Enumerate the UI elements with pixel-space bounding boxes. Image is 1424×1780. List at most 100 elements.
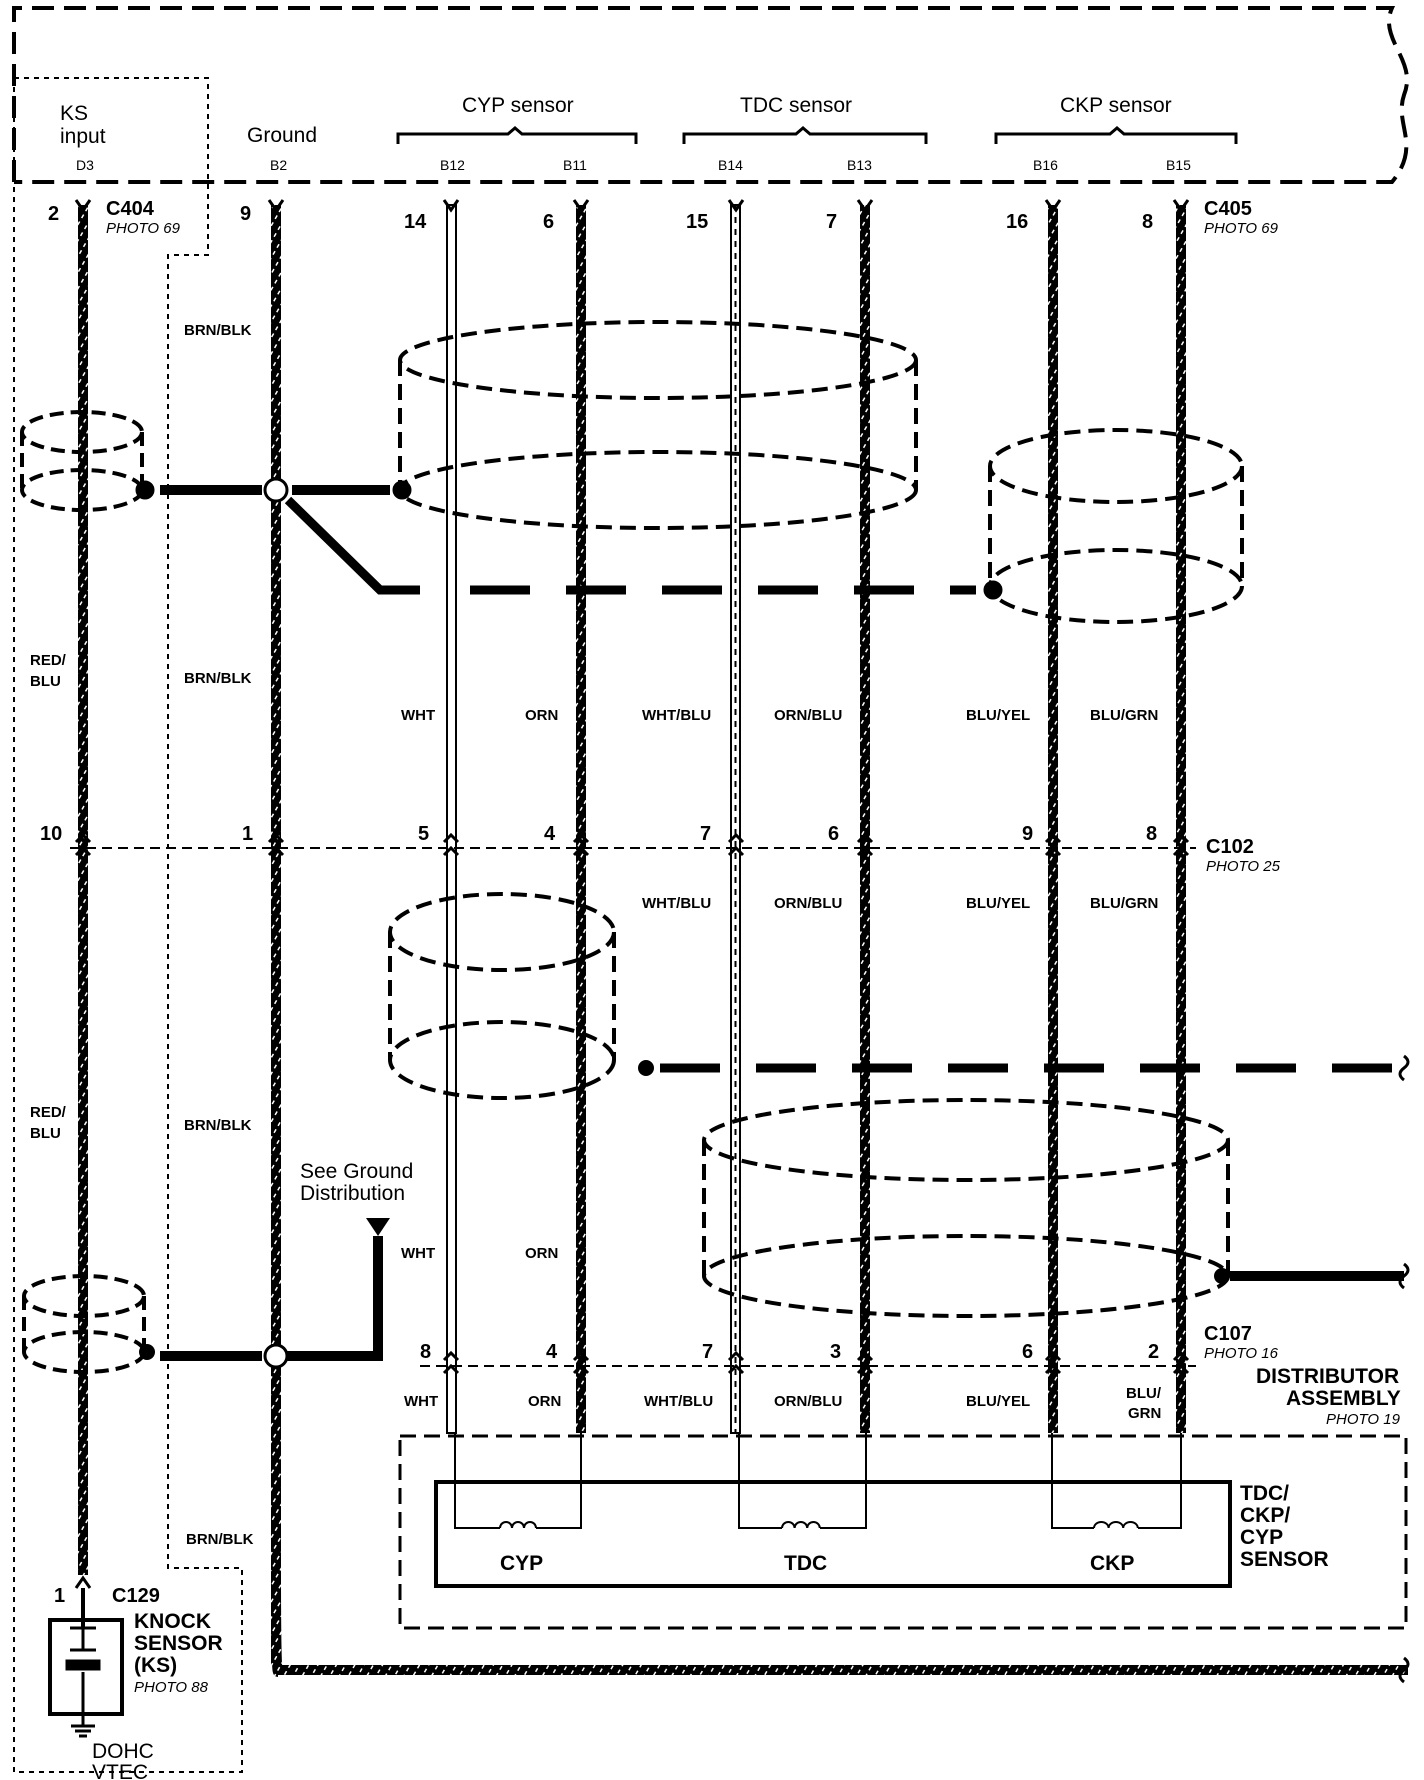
c102-pin-7: 7	[700, 823, 711, 845]
c107-forks	[442, 1350, 1190, 1375]
wire-label-brnblk-1: BRN/BLK	[184, 322, 252, 339]
continue-mark-3	[1398, 1656, 1410, 1684]
sensor-tdc-label: TDC	[784, 1552, 827, 1575]
ks-input-label: KS	[60, 102, 88, 125]
c102-pin-10: 10	[40, 823, 62, 845]
sensor-body	[434, 1480, 1232, 1588]
wire-label-wht-2: WHT	[401, 1245, 435, 1262]
shield-cyp-tdc-upper	[398, 320, 918, 530]
wire-label-orn-2: ORN	[525, 1245, 558, 1262]
sensor-cyp-label: CYP	[500, 1552, 543, 1575]
ground-label: Ground	[247, 124, 317, 147]
ground-note-line1: See Ground	[300, 1160, 413, 1183]
sensor-title-4: SENSOR	[1240, 1548, 1329, 1571]
c102-pin-5: 5	[418, 823, 429, 845]
distributor-photo: PHOTO 19	[1326, 1411, 1401, 1428]
continue-mark-1	[1398, 1054, 1410, 1082]
distributor-label-2: ASSEMBLY	[1286, 1387, 1401, 1410]
c405-pin-8: 8	[1142, 211, 1153, 233]
wire-label-brnblk-2: BRN/BLK	[184, 670, 252, 687]
wire-cyp-neg-orn	[576, 205, 586, 1433]
coil-connections	[454, 1433, 1182, 1529]
c102-label: C102	[1206, 836, 1254, 858]
c107-pin-8: 8	[420, 1341, 431, 1363]
wire-label-ornblu-3: ORN/BLU	[774, 1393, 842, 1410]
c129-pin-1: 1	[54, 1585, 65, 1607]
c405-pin-9: 9	[240, 203, 251, 225]
c405-pin-16: 16	[1006, 211, 1028, 233]
c102-photo: PHOTO 25	[1206, 858, 1281, 875]
c405-pin-15: 15	[686, 211, 708, 233]
c405-pin-14: 14	[404, 211, 427, 233]
shield-node-cyp-lower	[638, 1060, 654, 1076]
c107-photo: PHOTO 16	[1204, 1345, 1279, 1362]
c107-label: C107	[1204, 1323, 1252, 1345]
knock-sensor-label-2: SENSOR	[134, 1632, 223, 1655]
coil-ckp-icon	[1093, 1521, 1139, 1529]
c102-pin-6: 6	[828, 823, 839, 845]
c107-pin-2: 2	[1148, 1341, 1159, 1363]
wire-label-wht-3: WHT	[404, 1393, 438, 1410]
c102-pin-1: 1	[242, 823, 253, 845]
shield-node-lower-right	[1214, 1268, 1230, 1284]
knock-sensor-photo: PHOTO 88	[134, 1679, 209, 1696]
ground-splice-lower	[263, 1343, 289, 1369]
pin-b12: B12	[440, 157, 465, 173]
c107-pin-4: 4	[546, 1341, 558, 1363]
wire-label-redblu-1a: RED/	[30, 652, 67, 669]
wire-label-whtblu-3: WHT/BLU	[644, 1393, 713, 1410]
wire-label-wht-1: WHT	[401, 707, 435, 724]
pin-b11: B11	[563, 157, 587, 173]
wire-cyp-pos-wht	[446, 204, 457, 1434]
wire-label-blugrn-2: BLU/GRN	[1090, 895, 1158, 912]
wire-label-blugrn-1: BLU/GRN	[1090, 707, 1158, 724]
wire-label-whtblu-1: WHT/BLU	[642, 707, 711, 724]
ecm-box	[12, 6, 1409, 184]
pin-d3: D3	[76, 157, 94, 173]
c405-label: C405	[1204, 198, 1252, 220]
coil-cyp-icon	[499, 1521, 537, 1529]
continue-mark-2	[1398, 1262, 1410, 1290]
c102-pin-4: 4	[544, 823, 556, 845]
c404-pin-2: 2	[48, 203, 59, 225]
c102-pin-8: 8	[1146, 823, 1157, 845]
shield-node-ks-lower	[139, 1344, 155, 1360]
wire-label-redblu-1b: BLU	[30, 673, 61, 690]
knock-sensor-label-1: KNOCK	[134, 1610, 211, 1633]
shield-tdc-ckp-lower	[702, 1098, 1230, 1318]
wire-ckp-neg-blugrn	[1176, 205, 1186, 1433]
c102-forks	[74, 832, 1190, 857]
wire-label-bluyel-2: BLU/YEL	[966, 895, 1030, 912]
c129-label: C129	[112, 1585, 160, 1607]
shield-ckp-upper	[988, 428, 1244, 624]
wire-label-ornblu-2: ORN/BLU	[774, 895, 842, 912]
ground-distribution-symbol	[366, 1218, 390, 1236]
wire-label-brnblk-3: BRN/BLK	[184, 1117, 252, 1134]
c107-pin-7: 7	[702, 1341, 713, 1363]
shield-drains-upper	[160, 485, 976, 595]
variant-label-1: DOHC	[92, 1740, 154, 1763]
wire-label-redblu-2b: BLU	[30, 1125, 61, 1142]
tdc-sensor-label: TDC sensor	[740, 94, 852, 117]
wire-tdc-neg-ornblu	[860, 205, 870, 1433]
wire-tdc-pos-whtblu	[730, 204, 741, 1434]
wire-label-orn-1: ORN	[525, 707, 558, 724]
c404-photo: PHOTO 69	[106, 220, 181, 237]
shield-cyp-lower	[388, 892, 616, 1100]
pin-b15: B15	[1166, 157, 1191, 173]
wire-label-redblu-2a: RED/	[30, 1104, 67, 1121]
c404-label: C404	[106, 198, 155, 220]
c129-fork	[74, 1575, 92, 1589]
sensor-title-3: CYP	[1240, 1526, 1283, 1549]
sensor-braces	[396, 126, 1238, 144]
c405-pin-7: 7	[826, 211, 837, 233]
cyp-sensor-label: CYP sensor	[462, 94, 574, 117]
wire-label-ornblu-1: ORN/BLU	[774, 707, 842, 724]
wire-label-blugrn-3a: BLU/	[1126, 1385, 1162, 1402]
knock-sensor-label-3: (KS)	[134, 1654, 177, 1677]
c102-pin-9: 9	[1022, 823, 1033, 845]
pin-b13: B13	[847, 157, 872, 173]
wire-ground	[271, 205, 1408, 1677]
c107-pin-3: 3	[830, 1341, 841, 1363]
